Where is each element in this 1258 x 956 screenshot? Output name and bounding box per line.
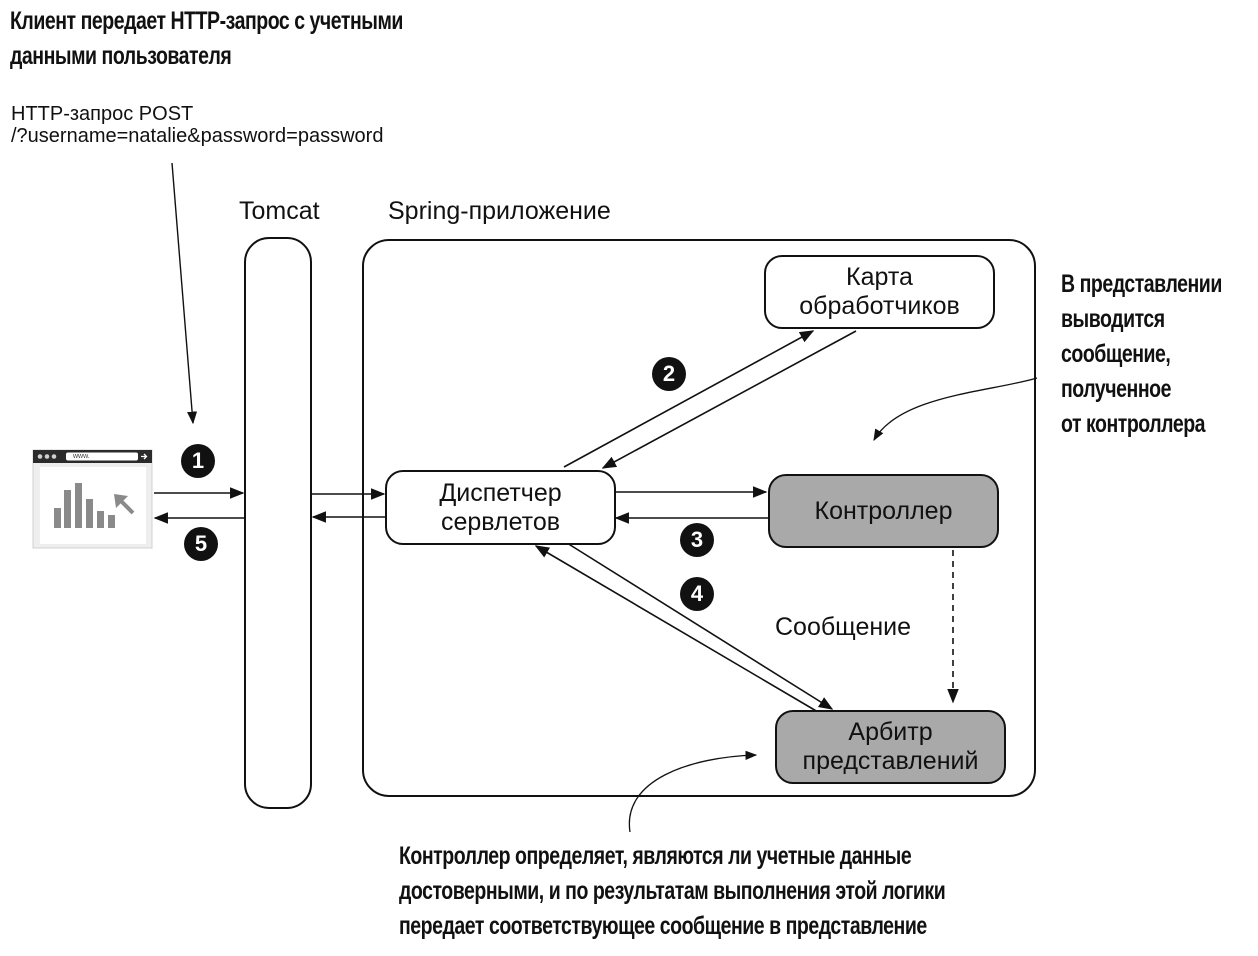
chart-bar (97, 511, 104, 528)
chart-bar (86, 499, 93, 528)
controller-logic-note-line3: передает соответствующее сообщение в пре… (399, 912, 927, 940)
view-resolver-label: Арбитр представлений (802, 718, 979, 775)
view-resolver-box: Арбитр представлений (775, 710, 1006, 784)
arrow-handler-map-to-dispatcher (601, 330, 857, 469)
view-message-note-line5: от контроллера (1061, 410, 1206, 438)
browser-address: www. (73, 453, 90, 460)
controller-logic-note: Контроллер определяет, являются ли учетн… (399, 839, 946, 944)
dispatcher-servlet-box: Диспетчер сервлетов (385, 470, 616, 545)
view-message-note-line2: выводится (1061, 305, 1165, 333)
step-badge-1: 1 (181, 444, 215, 478)
client-request-note: Клиент передает HTTP-запрос с учетными д… (10, 4, 403, 74)
chart-bar (75, 483, 82, 528)
step-badge-5: 5 (184, 527, 218, 561)
chart-bar (108, 515, 115, 528)
view-message-note-line3: сообщение, (1061, 340, 1171, 368)
handler-map-box: Карта обработчиков (764, 255, 995, 329)
arrow-dispatcher-to-view-resolver (566, 542, 834, 710)
dispatcher-servlet-label: Диспетчер сервлетов (439, 478, 562, 536)
controller-logic-note-line1: Контроллер определяет, являются ли учетн… (399, 842, 912, 870)
browser-icon (32, 449, 153, 549)
chart-bar (64, 490, 71, 528)
message-label: Сообщение (775, 613, 912, 641)
arrow-view-resolver-to-dispatcher (534, 545, 819, 713)
request-pointer-arrow (171, 162, 198, 425)
step-badge-3: 3 (680, 523, 714, 557)
step-badge-2: 2 (652, 357, 686, 391)
client-request-note-line1: Клиент передает HTTP-запрос с учетными (10, 7, 403, 35)
http-request-path: /?username=natalie&password=password (11, 125, 384, 147)
view-message-note: В представлении выводится сообщение, пол… (1061, 267, 1222, 442)
spring-app-label: Spring-приложение (388, 197, 611, 225)
http-request-method: HTTP-запрос POST (11, 103, 194, 125)
right-note-pointer-arrow (873, 377, 1038, 442)
controller-logic-note-line2: достоверными, и по результатам выполнени… (399, 877, 946, 905)
handler-map-label: Карта обработчиков (799, 263, 960, 320)
controller-box: Контроллер (768, 474, 999, 548)
view-message-note-line1: В представлении (1061, 270, 1222, 298)
http-request-text: HTTP-запрос POST /?username=natalie&pass… (11, 103, 383, 147)
client-request-note-line2: данными пользователя (10, 42, 232, 70)
step-badge-4: 4 (680, 577, 714, 611)
arrow-dispatcher-to-handler-map (563, 330, 815, 468)
spring-app-container (362, 239, 1036, 797)
bottom-note-pointer-arrow (628, 750, 758, 833)
tomcat-label: Tomcat (239, 197, 320, 225)
tomcat-column (244, 237, 312, 809)
view-message-note-line4: полученное (1061, 375, 1171, 403)
controller-label: Контроллер (814, 496, 953, 525)
chart-bar (54, 508, 61, 528)
